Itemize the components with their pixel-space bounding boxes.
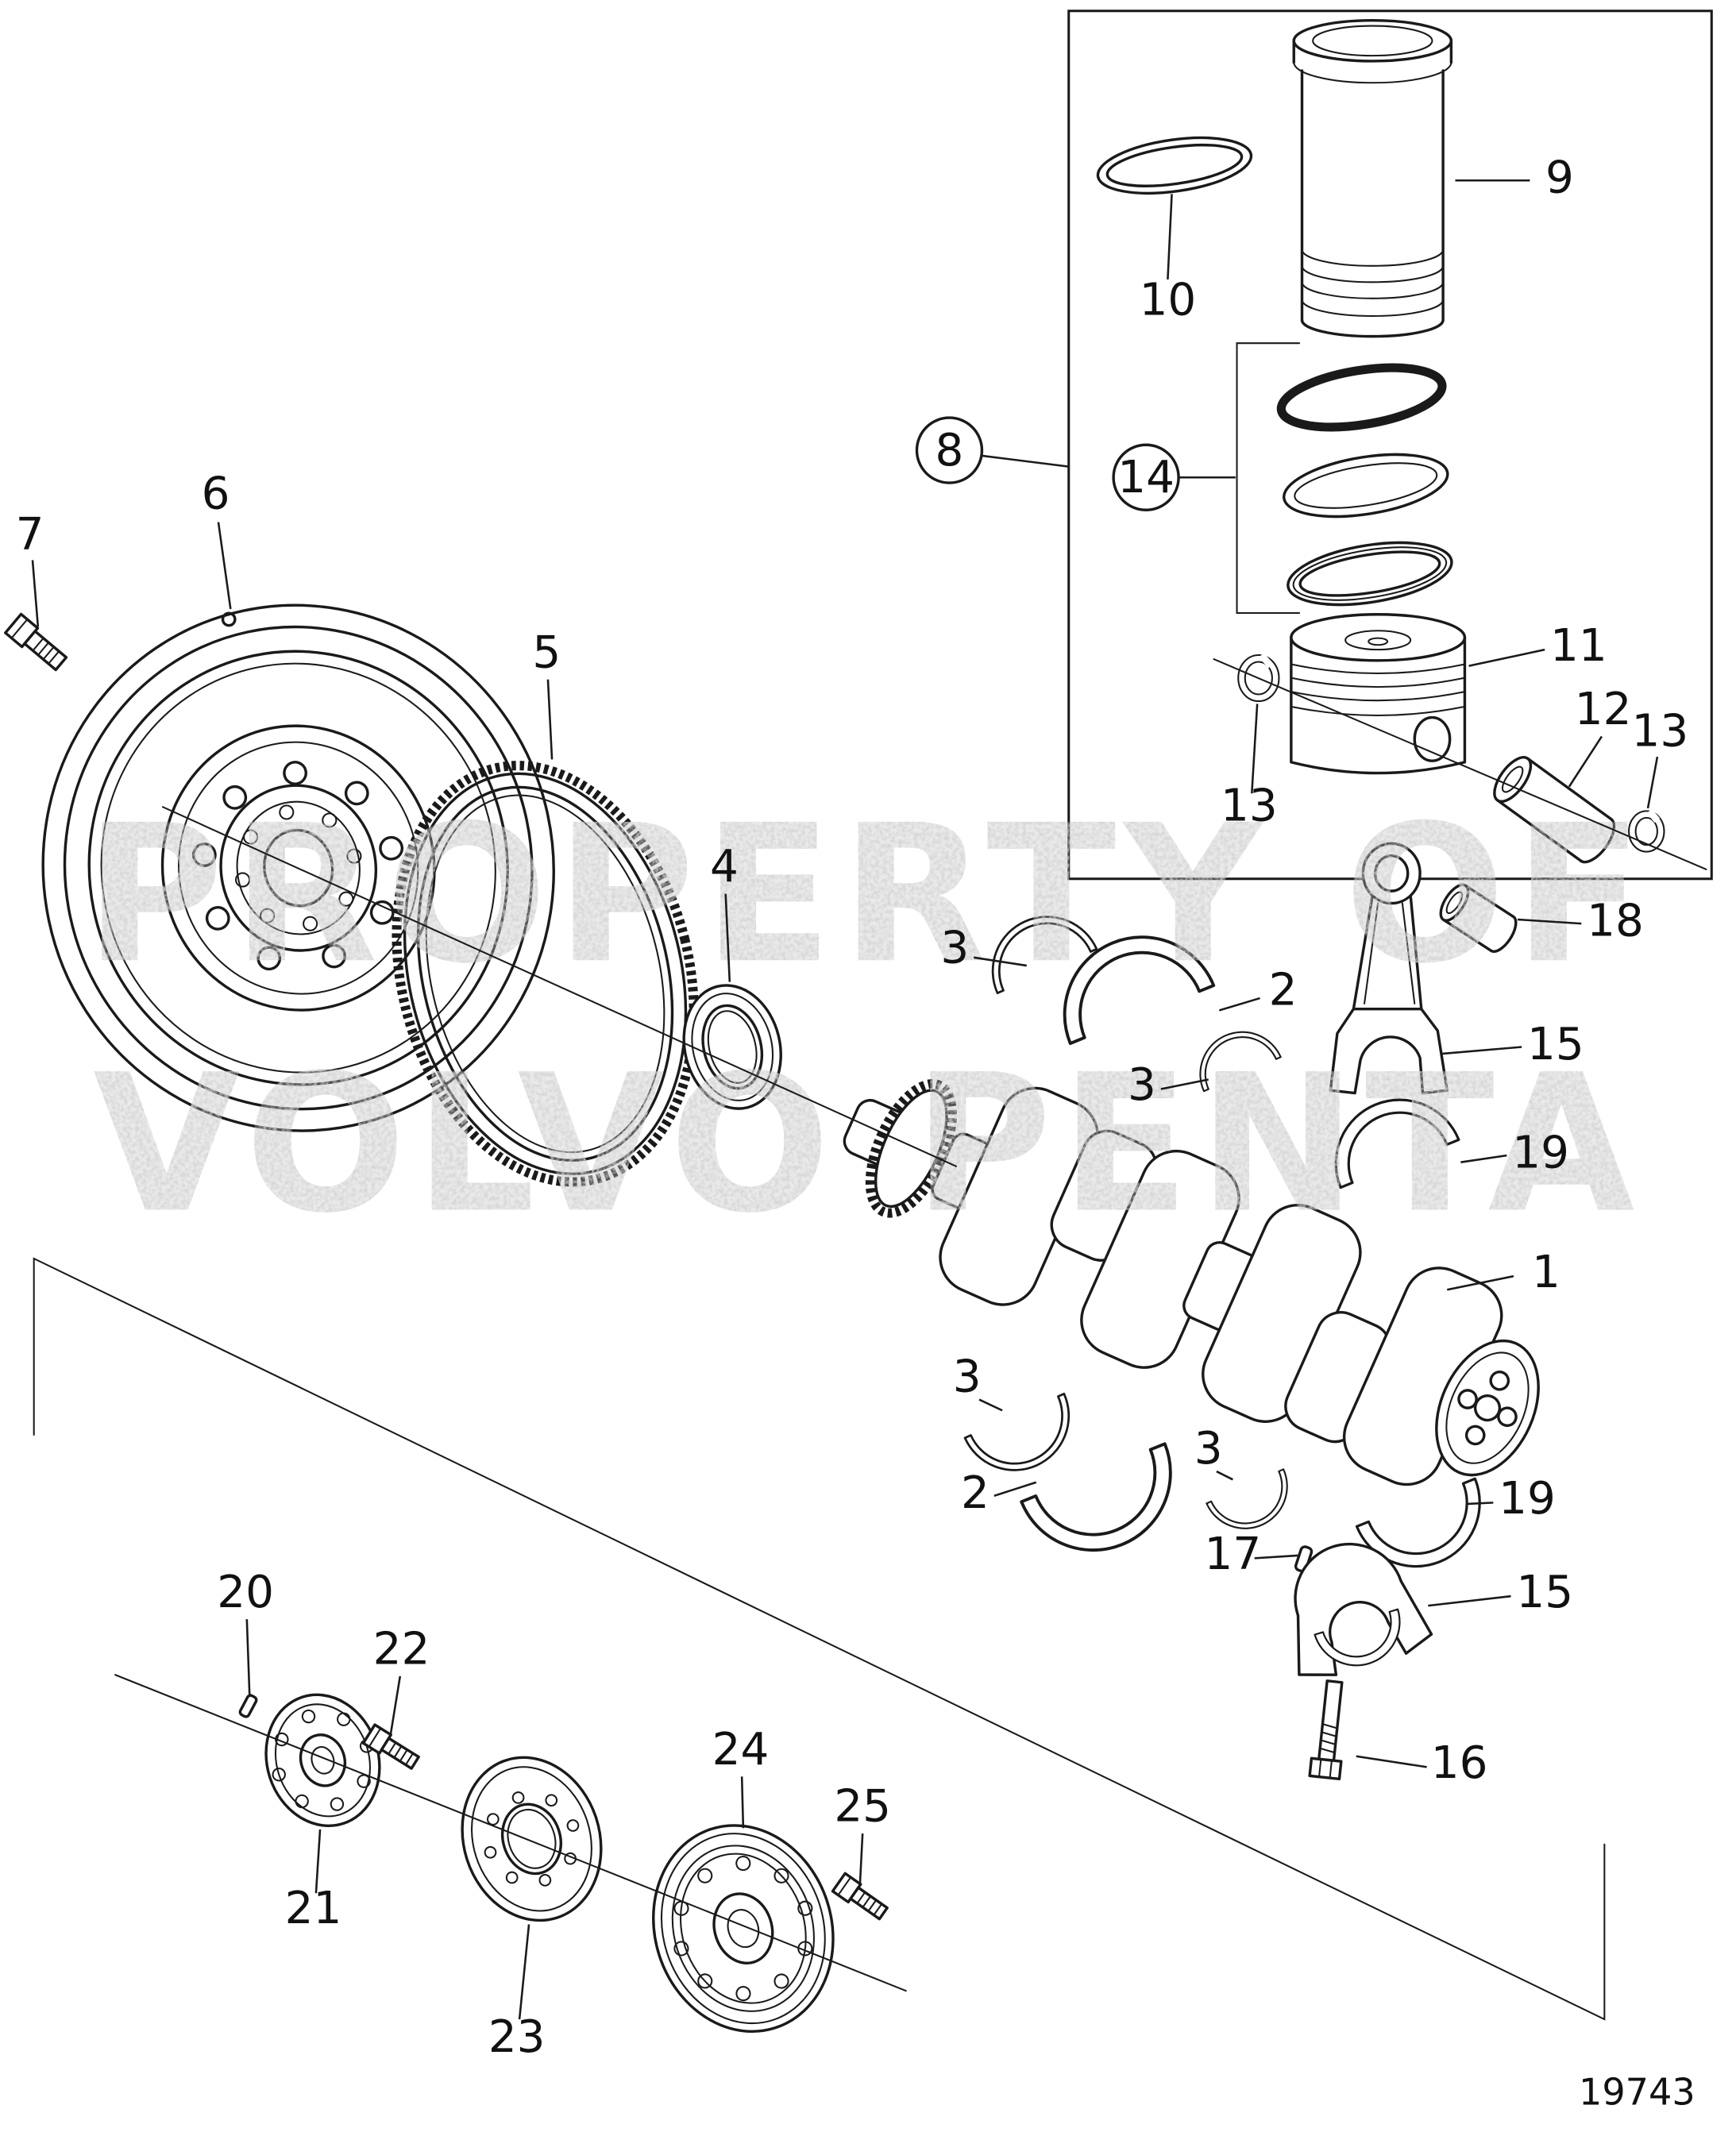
callout-circle-8 [915, 416, 984, 484]
callout-labels: 7 6 5 4 8 9 10 14 11 12 13 13 18 15 2 3 … [16, 152, 1689, 2063]
callout-4: 4 [710, 841, 739, 893]
callout-circle-14 [1112, 443, 1180, 511]
watermark-line1: PROPERTY OF [84, 785, 1651, 1005]
crankshaft-drawing [843, 1079, 1540, 1486]
sealing-ring-drawing [1096, 136, 1253, 195]
callout-15-a: 15 [1527, 1019, 1584, 1070]
watermark-line1-texture: PROPERTY OF [84, 785, 1651, 1005]
piston-drawing [1290, 613, 1467, 775]
callout-3-c: 3 [953, 1351, 982, 1402]
watermark: PROPERTY OF VOLVO PENTA PROPERTY OF VOLV… [84, 785, 1651, 1255]
small-end-bushing-drawing [1439, 883, 1518, 953]
callout-18: 18 [1587, 895, 1644, 947]
circlip-drawing-left [1237, 653, 1280, 703]
cap-bolt-drawing [1308, 1679, 1344, 1781]
callout-6: 6 [202, 468, 230, 520]
callout-24: 24 [712, 1724, 770, 1776]
callout-7: 7 [16, 509, 44, 561]
ring-gear-drawing [392, 761, 699, 1187]
bracket-ring-set [1236, 342, 1301, 615]
connecting-rod-drawing [1329, 842, 1449, 1095]
callout-16: 16 [1431, 1737, 1488, 1789]
main-bearing-shell-drawing [1020, 1442, 1196, 1575]
callout-9: 9 [1545, 152, 1574, 204]
bolt-drawing-7 [4, 612, 68, 672]
callout-2-b: 2 [961, 1467, 990, 1519]
callout-19-b: 19 [1499, 1473, 1556, 1525]
bolt-drawing-22 [361, 1723, 420, 1770]
callout-11: 11 [1550, 620, 1607, 672]
drawing-number: 19743 [1579, 2071, 1695, 2114]
callout-12: 12 [1575, 684, 1632, 735]
pulley-drawing-24 [652, 1824, 835, 2033]
callout-3-b: 3 [1128, 1059, 1156, 1111]
callout-2-a: 2 [1269, 965, 1298, 1016]
callout-20: 20 [217, 1567, 274, 1618]
bearing-cap-drawing [1294, 1542, 1433, 1676]
callout-15-b: 15 [1516, 1567, 1573, 1618]
callout-3-a: 3 [940, 923, 969, 974]
callout-21: 21 [285, 1883, 342, 1934]
callout-3-d: 3 [1194, 1423, 1223, 1475]
watermark-line2-texture: VOLVO PENTA [93, 1034, 1643, 1255]
callout-14: 14 [1117, 452, 1175, 503]
callout-1: 1 [1532, 1247, 1560, 1298]
hub-drawing-21 [264, 1693, 381, 1828]
leader-lines [31, 179, 1659, 2020]
callout-13-a: 13 [1632, 705, 1689, 757]
piston-pin-drawing [1493, 756, 1616, 864]
circlip-drawing-right [1628, 808, 1665, 853]
callout-5: 5 [532, 627, 561, 678]
callout-19-a: 19 [1512, 1128, 1569, 1179]
centerlines [114, 658, 1707, 1992]
bolt-drawing-25 [831, 1872, 889, 1921]
callout-8: 8 [936, 425, 964, 476]
seal-drawing [682, 984, 782, 1110]
disc-drawing-23 [461, 1756, 603, 1922]
cylinder-liner-drawing [1292, 19, 1453, 338]
pin-drawing-20 [238, 1694, 258, 1718]
callout-10: 10 [1140, 274, 1197, 326]
watermark-line2: VOLVO PENTA [93, 1034, 1643, 1255]
callout-23: 23 [488, 2011, 546, 2063]
callout-13-b: 13 [1221, 780, 1278, 831]
callout-25: 25 [834, 1781, 891, 1833]
callout-17: 17 [1205, 1529, 1262, 1580]
callout-22: 22 [373, 1624, 430, 1675]
piston-ring-set-drawing [1276, 363, 1453, 607]
